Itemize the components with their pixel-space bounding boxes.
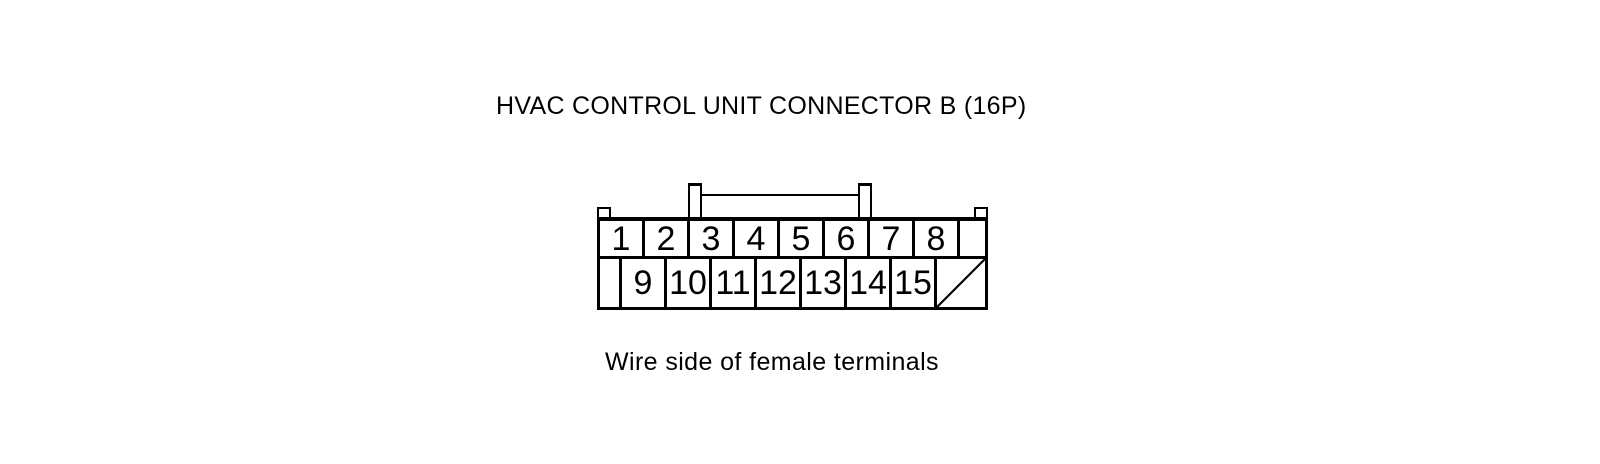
post-bridge-bar xyxy=(701,194,859,196)
pin-cell-5: 5 xyxy=(780,221,825,256)
connector-shell: 1 2 3 4 5 6 7 8 9 10 11 12 13 14 15 xyxy=(597,217,988,310)
pin-cell-11: 11 xyxy=(712,259,757,307)
shell-notch-right xyxy=(974,207,988,219)
pin-cell-13: 13 xyxy=(802,259,847,307)
shell-notch-left xyxy=(597,207,611,219)
pin-cell-1: 1 xyxy=(600,221,645,256)
pin-cell-7: 7 xyxy=(870,221,915,256)
pin-cell-2: 2 xyxy=(645,221,690,256)
pin-cell-6: 6 xyxy=(825,221,870,256)
pin-cell-10: 10 xyxy=(667,259,712,307)
pin-cell-9: 9 xyxy=(622,259,667,307)
mount-post-left xyxy=(688,183,702,220)
diagram-title: HVAC CONTROL UNIT CONNECTOR B (16P) xyxy=(496,92,1027,120)
pin-cell-14: 14 xyxy=(847,259,892,307)
diagram-caption: Wire side of female terminals xyxy=(605,348,939,376)
mount-post-right xyxy=(858,183,872,220)
pin-cell-12: 12 xyxy=(757,259,802,307)
blocked-cavity xyxy=(937,259,985,307)
diagonal-slash-icon xyxy=(937,259,985,307)
pin-cell-15: 15 xyxy=(892,259,937,307)
pin-cell-8: 8 xyxy=(915,221,960,256)
pin-cell-3: 3 xyxy=(690,221,735,256)
bottom-row-start-cavity xyxy=(600,259,622,307)
connector-drawing: 1 2 3 4 5 6 7 8 9 10 11 12 13 14 15 xyxy=(597,183,988,310)
pin-row-bottom: 9 10 11 12 13 14 15 xyxy=(600,259,985,307)
top-row-end-cavity xyxy=(960,221,985,256)
pin-cell-4: 4 xyxy=(735,221,780,256)
pin-row-top: 1 2 3 4 5 6 7 8 xyxy=(600,221,985,259)
